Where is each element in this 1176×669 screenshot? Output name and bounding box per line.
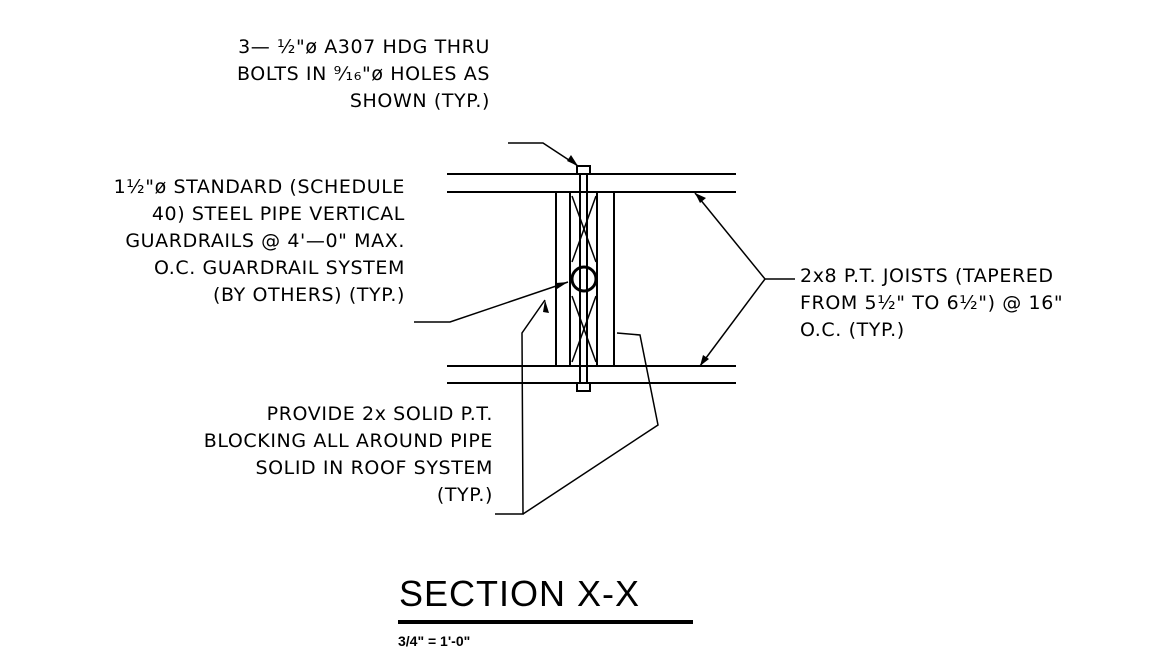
note-bolts-line-2: BOLTS IN ⁹⁄₁₆"ø HOLES AS <box>236 63 490 85</box>
note-joists-line-1: 2x8 P.T. JOISTS (TAPERED <box>800 265 1054 287</box>
note-blocking-line-3: SOLID IN ROOF SYSTEM <box>255 457 493 479</box>
bottom-joist <box>447 365 736 384</box>
note-blocking: PROVIDE 2x SOLID P.T. BLOCKING ALL AROUN… <box>204 401 493 509</box>
note-blocking-line-2: BLOCKING ALL AROUND PIPE <box>203 430 493 452</box>
cross-hatch <box>571 195 597 363</box>
note-bolts: 3— ½"ø A307 HDG THRU BOLTS IN ⁹⁄₁₆"ø HOL… <box>237 34 490 115</box>
note-pipe-line-3: GUARDRAILS @ 4'—0" MAX. <box>125 230 405 252</box>
note-bolts-line-3: SHOWN (TYP.) <box>349 90 490 112</box>
thru-bolt <box>576 165 591 392</box>
section-title: SECTION X-X <box>399 573 641 614</box>
note-pipe: 1½"ø STANDARD (SCHEDULE 40) STEEL PIPE V… <box>114 174 405 309</box>
steel-pipe <box>570 265 598 293</box>
top-joist <box>447 173 736 193</box>
section-scale: 3/4" = 1'-0" <box>398 633 471 649</box>
leader-lines <box>414 142 795 515</box>
note-joists-line-2: FROM 5½" TO 6½") @ 16" <box>800 292 1064 314</box>
note-bolts-line-1: 3— ½"ø A307 HDG THRU <box>238 36 490 58</box>
note-pipe-line-2: 40) STEEL PIPE VERTICAL <box>151 203 405 225</box>
note-pipe-line-5: (BY OTHERS) (TYP.) <box>213 284 405 306</box>
note-pipe-line-4: O.C. GUARDRAIL SYSTEM <box>153 257 405 279</box>
note-joists-line-3: O.C. (TYP.) <box>800 319 905 341</box>
note-joists: 2x8 P.T. JOISTS (TAPERED FROM 5½" TO 6½"… <box>800 263 1063 344</box>
blocking <box>555 192 615 366</box>
note-pipe-line-1: 1½"ø STANDARD (SCHEDULE <box>113 176 405 198</box>
note-blocking-line-1: PROVIDE 2x SOLID P.T. <box>266 403 493 425</box>
arrowheads <box>543 155 709 366</box>
note-blocking-line-4: (TYP.) <box>436 484 493 506</box>
